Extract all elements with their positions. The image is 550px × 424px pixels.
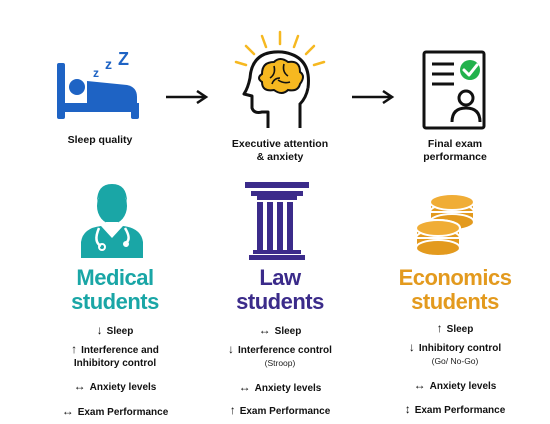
- executive-attention-label: Executive attention & anxiety: [205, 138, 355, 164]
- arrow-both-icon: ↔: [258, 323, 271, 337]
- law-stroop-note: (Stroop): [264, 358, 296, 368]
- bed-sleep-icon: z z Z: [57, 49, 139, 119]
- economics-finding-sleep: ↑Sleep: [436, 321, 474, 336]
- arrow-both-icon: ↔: [73, 379, 86, 393]
- arrow-down-icon: ↓: [96, 323, 103, 337]
- arrow-both-icon: ↔: [61, 404, 74, 418]
- arrow-right-icon: [166, 90, 209, 104]
- law-students-heading: Law students: [205, 266, 355, 314]
- medical-heading-line2: students: [71, 289, 159, 314]
- exam-line1: Final exam: [427, 138, 483, 150]
- economics-finding-exam: ↕Exam Performance: [404, 402, 506, 417]
- arrow-up-icon: ↑: [229, 403, 236, 417]
- economics-heading-line1: Economics: [398, 265, 512, 290]
- law-heading-line1: Law: [259, 265, 301, 290]
- exam-sheet-icon: [422, 50, 486, 130]
- economics-heading-line2: students: [411, 289, 499, 314]
- sleep-z-large: Z: [118, 49, 129, 69]
- arrow-both-icon: ↔: [238, 380, 251, 394]
- law-finding-sleep: ↔Sleep: [258, 323, 302, 338]
- arrow-both-icon: ↔: [413, 378, 426, 392]
- law-finding-interference: ↓Interference control: [228, 342, 332, 357]
- law-finding-anxiety: ↔Anxiety levels: [238, 380, 322, 395]
- arrow-right-icon: [352, 90, 395, 104]
- arrow-up-icon: ↑: [436, 321, 443, 335]
- sleep-z-medium: z: [105, 56, 112, 72]
- doctor-icon: [81, 184, 143, 258]
- arrow-updown-icon: ↕: [404, 402, 411, 416]
- medical-students-heading: Medical students: [40, 266, 190, 314]
- medical-finding-anxiety: ↔Anxiety levels: [73, 379, 157, 394]
- medical-finding-sleep: ↓Sleep: [96, 323, 134, 338]
- medical-finding-inhibitory: Inhibitory control: [73, 358, 157, 369]
- head-brain-icon: [234, 30, 326, 128]
- economics-finding-anxiety: ↔Anxiety levels: [413, 378, 497, 393]
- final-exam-label: Final exam performance: [395, 138, 515, 164]
- coins-icon: [415, 193, 475, 257]
- medical-heading-line1: Medical: [76, 265, 154, 290]
- executive-line2: & anxiety: [256, 151, 304, 163]
- arrow-up-icon: ↑: [71, 342, 78, 356]
- economics-students-heading: Economics students: [375, 266, 535, 314]
- medical-finding-interference: ↑Interference and: [71, 342, 159, 357]
- medical-finding-exam: ↔Exam Performance: [61, 404, 169, 419]
- sleep-z-small: z: [93, 66, 99, 80]
- economics-finding-inhibitory: ↓Inhibitory control: [408, 340, 502, 355]
- pillar-icon: [245, 182, 309, 260]
- arrow-down-icon: ↓: [408, 340, 415, 354]
- law-finding-exam: ↑Exam Performance: [229, 403, 331, 418]
- sleep-quality-label: Sleep quality: [67, 134, 133, 146]
- arrow-down-icon: ↓: [228, 342, 235, 356]
- exam-line2: performance: [423, 151, 487, 163]
- law-heading-line2: students: [236, 289, 324, 314]
- economics-gonogo-note: (Go/ No-Go): [431, 356, 479, 366]
- executive-line1: Executive attention: [231, 138, 329, 150]
